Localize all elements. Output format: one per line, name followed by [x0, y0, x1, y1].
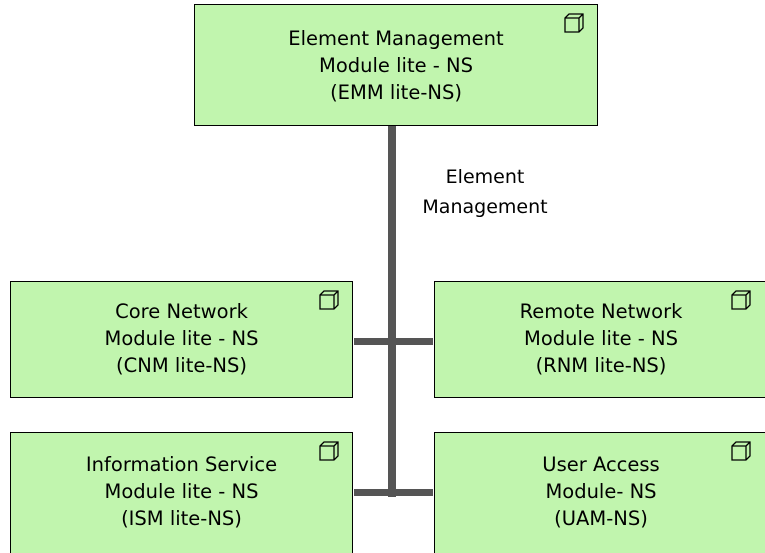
node-rnm-line-3: (RNM lite-NS)	[535, 354, 667, 377]
node-rnm[interactable]: Remote Network Module lite - NS (RNM lit…	[434, 281, 765, 398]
node-ism-line-2: Module lite - NS	[104, 480, 259, 503]
node-ism[interactable]: Information Service Module lite - NS (IS…	[10, 432, 353, 553]
bus-branch-cnm-rnm	[354, 338, 433, 345]
node-emm-line-3: (EMM lite-NS)	[330, 81, 462, 104]
connection-label: Element Management	[405, 162, 565, 222]
bus-branch-ism-uam	[354, 489, 433, 496]
node-box-icon	[564, 13, 584, 33]
node-box-icon	[731, 290, 751, 310]
node-uam-line-2: Module- NS	[545, 480, 657, 503]
bus-vertical-line	[388, 126, 396, 497]
node-box-icon	[319, 290, 339, 310]
node-cnm-line-3: (CNM lite-NS)	[116, 354, 247, 377]
node-uam-line-3: (UAM-NS)	[554, 507, 648, 530]
node-cnm-line-1: Core Network	[115, 300, 248, 323]
node-emm[interactable]: Element Management Module lite - NS (EMM…	[194, 4, 598, 126]
node-emm-label: Element Management Module lite - NS (EMM…	[195, 25, 597, 106]
node-uam[interactable]: User Access Module- NS (UAM-NS)	[434, 432, 765, 553]
node-uam-line-1: User Access	[542, 453, 660, 476]
node-cnm[interactable]: Core Network Module lite - NS (CNM lite-…	[10, 281, 353, 398]
node-uam-label: User Access Module- NS (UAM-NS)	[435, 451, 765, 532]
node-box-icon	[319, 441, 339, 461]
node-emm-line-2: Module lite - NS	[319, 54, 473, 77]
node-emm-line-1: Element Management	[288, 27, 504, 50]
node-rnm-line-2: Module lite - NS	[524, 327, 678, 350]
connection-label-line-1: Element	[445, 166, 525, 188]
node-cnm-label: Core Network Module lite - NS (CNM lite-…	[11, 298, 352, 379]
node-rnm-line-1: Remote Network	[519, 300, 683, 323]
node-ism-label: Information Service Module lite - NS (IS…	[11, 451, 352, 532]
node-ism-line-3: (ISM lite-NS)	[121, 507, 242, 530]
node-cnm-line-2: Module lite - NS	[104, 327, 259, 350]
node-box-icon	[731, 441, 751, 461]
node-rnm-label: Remote Network Module lite - NS (RNM lit…	[435, 298, 765, 379]
node-ism-line-1: Information Service	[85, 453, 278, 476]
connection-label-line-2: Management	[422, 196, 548, 218]
